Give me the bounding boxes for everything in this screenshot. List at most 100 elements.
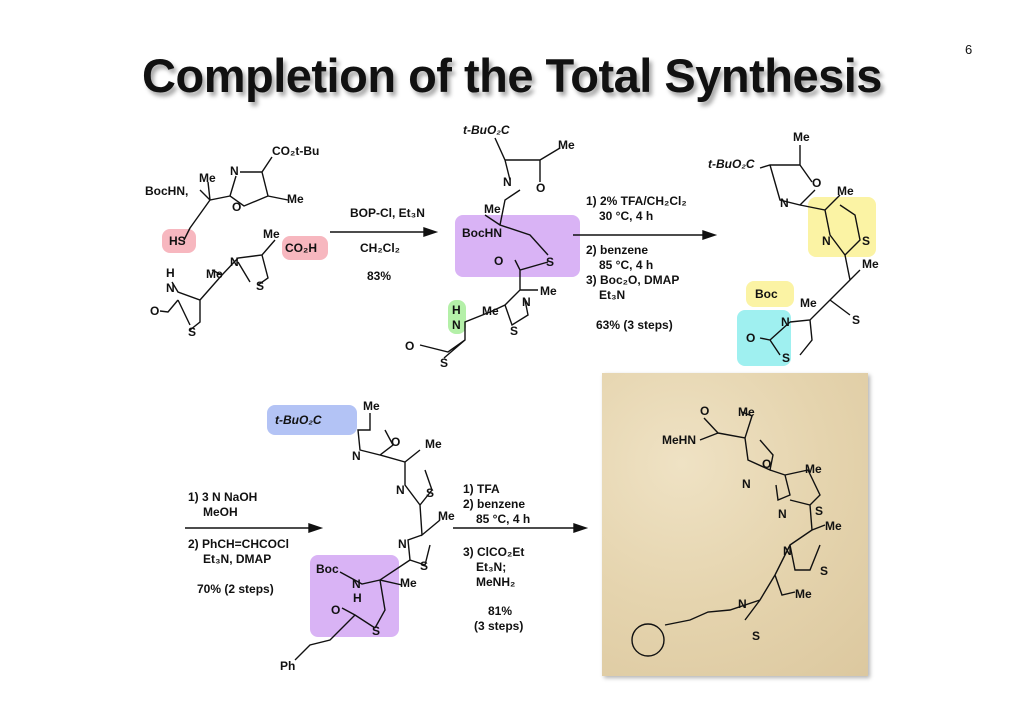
atom-label: N [783, 544, 792, 558]
atom-label: N [738, 597, 747, 611]
atom-label: Me [363, 399, 380, 413]
slide-title: Completion of the Total Synthesis [142, 49, 882, 102]
acid-highlight [282, 236, 328, 260]
reaction-arrow-4 [453, 523, 589, 533]
atom-label: Me [795, 587, 812, 601]
step4-line2: 2) benzene [463, 497, 526, 511]
atom-label: Boc [755, 287, 778, 301]
atom-label: t-BuO₂C [708, 157, 755, 171]
atom-label: N [398, 537, 407, 551]
atom-label: O [405, 339, 415, 353]
step4-line1: 1) TFA [463, 482, 500, 496]
atom-label: BocHN, [145, 184, 189, 198]
atom-label: S [852, 313, 861, 327]
atom-label: O [812, 176, 822, 190]
atom-label: S [752, 629, 761, 643]
atom-label: Me [425, 437, 442, 451]
atom-label: t-BuO₂C [275, 413, 322, 427]
step4-yield-steps: (3 steps) [474, 619, 524, 633]
atom-label: S [372, 624, 381, 638]
atom-label: N [230, 164, 239, 178]
atom-label: Me [837, 184, 854, 198]
atom-label: Me [540, 284, 557, 298]
atom-label: CO₂H [285, 241, 317, 255]
atom-label: t-BuO₂C [463, 123, 510, 137]
atom-label: H [353, 591, 362, 605]
atom-label: CO₂t-Bu [272, 144, 320, 158]
atom-label: Me [438, 509, 455, 523]
thioester-highlight-2 [310, 555, 399, 637]
atom-label: O [391, 435, 401, 449]
atom-label: O [700, 404, 710, 418]
atom-label: N [780, 196, 789, 210]
thioester-highlight [455, 215, 580, 277]
step2-line5: 3) Boc₂O, DMAP [586, 273, 680, 287]
atom-label: Me [199, 171, 216, 185]
page-number: 6 [965, 42, 973, 57]
atom-label: S [188, 325, 197, 339]
atom-label: N [452, 318, 461, 332]
step1-reagents: BOP-Cl, Et₃N [350, 206, 425, 220]
step3-line2: MeOH [203, 505, 238, 519]
atom-label: HS [169, 234, 186, 248]
atom-label: Me [484, 202, 501, 216]
thiol-highlight [162, 229, 196, 253]
step2-line3: 2) benzene [586, 243, 649, 257]
step2-line4: 85 °C, 4 h [599, 258, 654, 272]
thiazolidinone-highlight [737, 310, 791, 366]
step1-solvent: CH₂Cl₂ [360, 241, 400, 255]
reaction-arrow-2 [573, 230, 718, 240]
atom-label: N [781, 315, 790, 329]
compound4-bonds [294, 413, 441, 661]
atom-label: O [746, 331, 756, 345]
step2-line1: 1) 2% TFA/CH₂Cl₂ [586, 194, 687, 208]
atom-label: S [782, 351, 791, 365]
atom-label: O [150, 304, 160, 318]
atom-label: O [232, 200, 242, 214]
atom-label: Me [558, 138, 575, 152]
atom-label: N [352, 449, 361, 463]
atom-label: N [352, 577, 361, 591]
reaction-arrow-3 [185, 523, 324, 533]
step2-yield: 63% (3 steps) [596, 318, 673, 332]
step4-line4: 3) ClCO₂Et [463, 545, 525, 559]
atom-label: BocHN [462, 226, 503, 240]
atom-label: Me [400, 576, 417, 590]
atom-label: S [420, 559, 429, 573]
atom-label: Me [287, 192, 304, 206]
atom-label: S [510, 324, 519, 338]
ester-highlight [267, 405, 357, 435]
step4-yield: 81% [488, 604, 513, 618]
atom-label: N [822, 234, 831, 248]
product-bonds [631, 411, 826, 657]
compound2-bonds [419, 137, 561, 359]
atom-label: Me [263, 227, 280, 241]
step3-line3: 2) PhCH=CHCOCl [188, 537, 290, 551]
atom-label: N [522, 295, 531, 309]
step3-yield: 70% (2 steps) [197, 582, 274, 596]
boc-highlight [746, 281, 794, 307]
atom-label: O [331, 603, 341, 617]
step1-yield: 83% [367, 269, 392, 283]
nh-highlight [448, 300, 466, 334]
atom-label: N [396, 483, 405, 497]
atom-label: Ph [280, 659, 296, 673]
atom-label: MeHN [662, 433, 697, 447]
atom-label: S [256, 279, 265, 293]
compound3-bonds [759, 145, 861, 356]
atom-label: N [742, 477, 751, 491]
atom-label: Me [800, 296, 817, 310]
step2-line2: 30 °C, 4 h [599, 209, 654, 223]
atom-label: N [503, 175, 512, 189]
atom-label: Me [793, 130, 810, 144]
atom-label: Me [482, 304, 499, 318]
atom-label: S [820, 564, 829, 578]
atom-label: H [166, 266, 175, 280]
step4-line5: Et₃N; [476, 560, 507, 574]
atom-label: O [494, 254, 504, 268]
reaction-arrow-1 [330, 227, 439, 237]
atom-label: N [778, 507, 787, 521]
step3-line4: Et₃N, DMAP [203, 552, 272, 566]
atom-label: S [862, 234, 871, 248]
